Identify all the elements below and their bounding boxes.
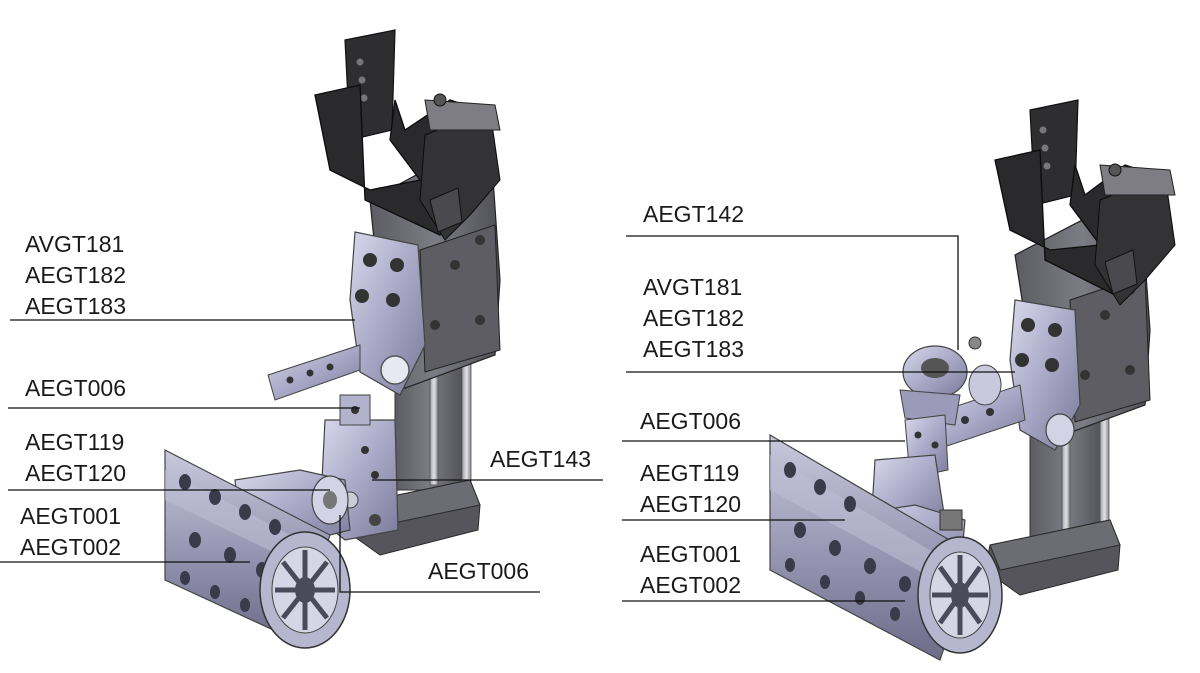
left-mounting-plate — [267, 231, 426, 401]
callout-left-aegt143: AEGT143 — [490, 446, 591, 472]
callout-right-joint: AEGT119 AEGT120 — [640, 460, 746, 517]
right-mounting-plate — [929, 299, 1081, 451]
right-gripper-assembly — [769, 99, 1176, 661]
callout-labels: AVGT181 AEGT182 AEGT183 AEGT006 AEGT119 … — [20, 201, 750, 598]
callout-left-joint: AEGT119 AEGT120 — [25, 429, 131, 486]
callout-left-aegt006-lower: AEGT006 — [428, 558, 529, 584]
callout-left-plate: AVGT181 AEGT182 AEGT183 — [25, 231, 132, 319]
callout-right-plate: AVGT181 AEGT182 AEGT183 — [643, 274, 750, 362]
left-clamp-jaws — [314, 29, 501, 241]
callout-left-aegt006-upper: AEGT006 — [25, 375, 126, 401]
callout-right-aegt006: AEGT006 — [640, 408, 741, 434]
leader-left-aegt006-lower — [339, 515, 540, 593]
callout-right-aegt142: AEGT142 — [643, 201, 744, 227]
callout-right-tube: AEGT001 AEGT002 — [640, 541, 747, 598]
right-tube — [769, 433, 1003, 661]
right-clamp-jaws — [994, 99, 1176, 306]
leader-lines — [0, 235, 1015, 602]
left-tube — [164, 449, 351, 649]
callout-left-tube: AEGT001 AEGT002 — [20, 503, 127, 560]
left-gripper-assembly — [164, 29, 501, 649]
leader-right-aegt142 — [626, 235, 959, 350]
